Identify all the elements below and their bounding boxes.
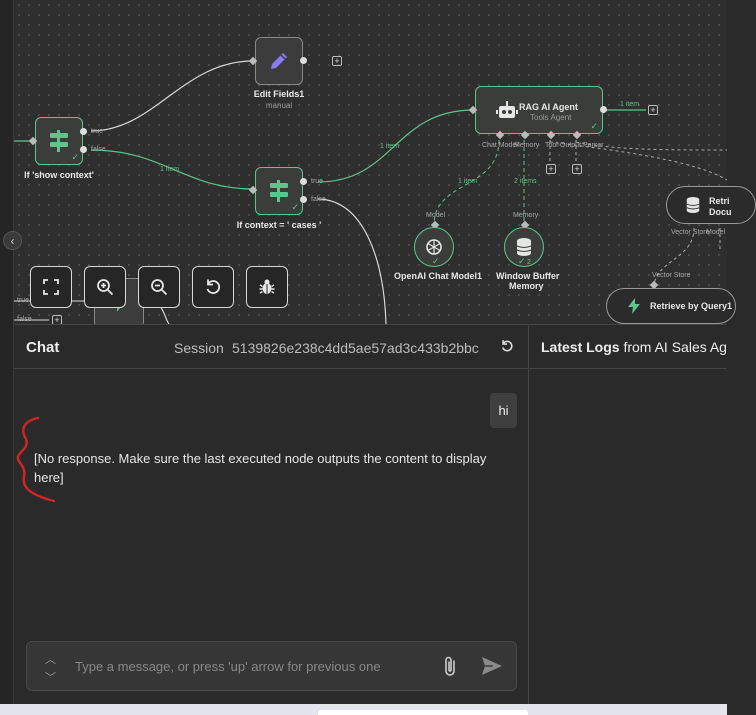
if-context-cases-true-port[interactable]: [300, 178, 307, 185]
success-check-icon: ✓: [518, 256, 526, 266]
retrieve-by-query-title: Retrieve by Query1: [650, 301, 733, 311]
pencil-icon: [271, 53, 287, 69]
openai-icon: [426, 239, 442, 255]
user-message: hi: [490, 393, 517, 428]
chevron-left-icon[interactable]: ‹: [3, 231, 22, 250]
retrieve-documents-node[interactable]: [666, 186, 756, 224]
reset-zoom-button[interactable]: [192, 266, 234, 308]
partial-left-false-label: false: [17, 316, 32, 323]
workflow-canvas[interactable]: + Edit Fields1 manual ✓ true false If 's…: [14, 0, 756, 328]
port-label-output-parser: Output Parser: [560, 142, 604, 149]
zoom-out-icon: [151, 279, 168, 296]
undo-icon: [206, 279, 221, 294]
lightning-icon: [628, 298, 640, 314]
edit-fields-output-port[interactable]: [300, 57, 307, 64]
execution-count: 2: [527, 259, 531, 266]
edit-fields-title: Edit Fields1: [253, 89, 305, 99]
chat-title: Chat: [26, 339, 60, 356]
wire-label-model: 1 item: [458, 178, 478, 185]
port-label-tool: Tool: [545, 142, 558, 149]
chat-message-input[interactable]: [75, 654, 435, 678]
if-context-cases-node[interactable]: ✓: [255, 167, 303, 215]
if-branch-icon: [50, 130, 68, 152]
if-branch-icon: [270, 180, 288, 202]
success-check-icon: ✓: [291, 202, 299, 212]
if-show-context-false-port[interactable]: [80, 146, 87, 153]
zoom-out-button[interactable]: [138, 266, 180, 308]
bottom-bar: [0, 704, 727, 715]
if-show-context-node[interactable]: ✓: [35, 117, 83, 165]
window-buffer-memory-title-1: Window Buffer: [496, 271, 560, 281]
port-label-chat-model: Chat Model: [482, 142, 518, 149]
success-check-icon: ✓: [432, 256, 440, 266]
openai-chat-model-title: OpenAI Chat Model1: [394, 271, 483, 281]
if-show-context-false-label: false: [91, 146, 106, 153]
port-label-memory: Memory: [514, 142, 540, 149]
logs-title-suffix: from AI Sales Ag: [623, 339, 727, 355]
if-show-context-title: If 'show context': [24, 170, 94, 180]
retrieve-documents-title-2: Docu: [709, 207, 732, 217]
bottom-tab: [318, 710, 528, 715]
debug-button[interactable]: [246, 266, 288, 308]
if-show-context-true-label: true: [91, 128, 104, 135]
retrieve-by-query-node[interactable]: [606, 288, 736, 324]
rag-ai-agent-subtitle: Tools Agent: [530, 113, 572, 122]
chat-input-container: ︿ ﹀: [26, 641, 517, 691]
logs-title-prefix: Latest Logs: [541, 339, 620, 355]
memory-node-port-label: Memory: [513, 212, 539, 219]
fullscreen-icon: [43, 279, 59, 295]
session-id: 5139826e238c4dd5ae57ad3c433b2bbc: [232, 340, 479, 356]
window-buffer-memory-node[interactable]: ✓ 2: [504, 227, 544, 267]
if-context-cases-true-label: true: [311, 178, 324, 185]
chevron-up-icon[interactable]: ︿: [45, 654, 56, 666]
fit-view-button[interactable]: [30, 266, 72, 308]
add-output-parser-button[interactable]: +: [572, 164, 582, 174]
rag-agent-add-button[interactable]: +: [648, 105, 658, 115]
logs-panel: Latest Logs from AI Sales Ag: [529, 324, 727, 704]
rag-agent-output-port[interactable]: [600, 106, 607, 113]
retrieve-docs-port-model: Model: [706, 229, 726, 236]
wire-label-memory: 2 items: [514, 178, 537, 185]
window-buffer-memory-title-2: Memory: [509, 281, 544, 291]
reset-session-icon[interactable]: [500, 339, 514, 356]
edit-fields-subtitle: manual: [265, 101, 293, 110]
edit-fields-node[interactable]: [255, 37, 303, 85]
bug-icon: [259, 279, 275, 294]
bot-message: [No response. Make sure the last execute…: [34, 451, 487, 485]
chat-header: Chat Session 5139826e238c4dd5ae57ad3c433…: [14, 325, 529, 369]
robot-icon: [496, 101, 518, 118]
if-show-context-true-port[interactable]: [80, 128, 87, 135]
add-tool-button[interactable]: +: [546, 164, 556, 174]
logs-header: Latest Logs from AI Sales Ag: [529, 325, 727, 369]
database-icon: [516, 238, 532, 256]
if-context-cases-false-port[interactable]: [300, 196, 307, 203]
left-sidebar-strip: [0, 0, 14, 715]
partial-left-true-label: true: [17, 297, 30, 304]
openai-chat-model-node[interactable]: ✓: [414, 227, 454, 267]
wire-label-if-to-rag: 1 item: [380, 143, 400, 150]
rag-ai-agent-title: RAG AI Agent: [519, 102, 578, 112]
edit-fields-add-button[interactable]: +: [332, 56, 342, 66]
retrieve-docs-port-vector-store: Vector Store: [671, 229, 710, 236]
chevron-down-icon[interactable]: ﹀: [45, 672, 56, 684]
if-context-cases-false-label: false: [311, 196, 326, 203]
retrieve-query-port-label: Vector Store: [652, 272, 691, 279]
if-context-cases-title: If context = ' cases ': [236, 220, 322, 230]
chat-panel: Chat Session 5139826e238c4dd5ae57ad3c433…: [14, 324, 529, 704]
zoom-in-icon: [97, 279, 114, 296]
retrieve-documents-title-1: Retri: [709, 196, 730, 206]
send-icon[interactable]: [481, 656, 503, 681]
red-annotation-bracket: [16, 416, 56, 503]
database-icon: [686, 197, 700, 213]
wire-label-rag-out: 1 item: [620, 101, 640, 108]
zoom-in-button[interactable]: [84, 266, 126, 308]
success-check-icon: ✓: [590, 121, 598, 131]
session-label: Session: [174, 340, 224, 356]
paperclip-icon[interactable]: [443, 655, 457, 682]
wire-label-if-to-if: 1 item: [160, 166, 180, 173]
logs-title: Latest Logs from AI Sales Ag: [541, 339, 727, 355]
success-check-icon: ✓: [71, 152, 79, 162]
openai-port-label: Model: [426, 212, 446, 219]
